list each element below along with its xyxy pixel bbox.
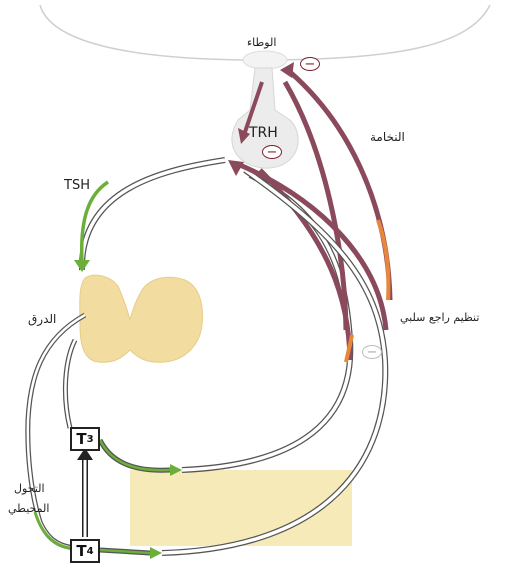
hypothalamus-shape (243, 51, 287, 69)
t3-subscript: 3 (87, 434, 94, 445)
t3-letter: T (76, 430, 86, 448)
thyroid-gland-shape (80, 275, 203, 362)
negative-feedback-label: تنظيم راجع سلبي (400, 311, 479, 324)
tsh-arrowhead (74, 260, 90, 272)
trh-label: TRH (249, 125, 278, 141)
peripheral-conversion-label-line1: التحول (14, 482, 45, 495)
negative-feedback-hypothalamus-icon: − (300, 57, 320, 71)
thyroid-label: الدرق (28, 312, 56, 326)
hypothalamus-label: الوطاء (247, 36, 276, 49)
negative-feedback-pituitary-icon: − (262, 145, 282, 159)
t4-letter: T (76, 542, 86, 560)
tsh-label: TSH (64, 178, 90, 193)
peripheral-conversion-label-line2: المحيطي (8, 502, 49, 515)
pituitary-label: النخامة (370, 130, 405, 144)
t4-subscript: 4 (87, 546, 94, 557)
t4-feedback-pituitary (240, 165, 386, 330)
tsh-pathway-inner (82, 160, 225, 270)
t4-arrowhead (150, 547, 162, 559)
negative-feedback-tissue-icon: − (362, 345, 382, 359)
